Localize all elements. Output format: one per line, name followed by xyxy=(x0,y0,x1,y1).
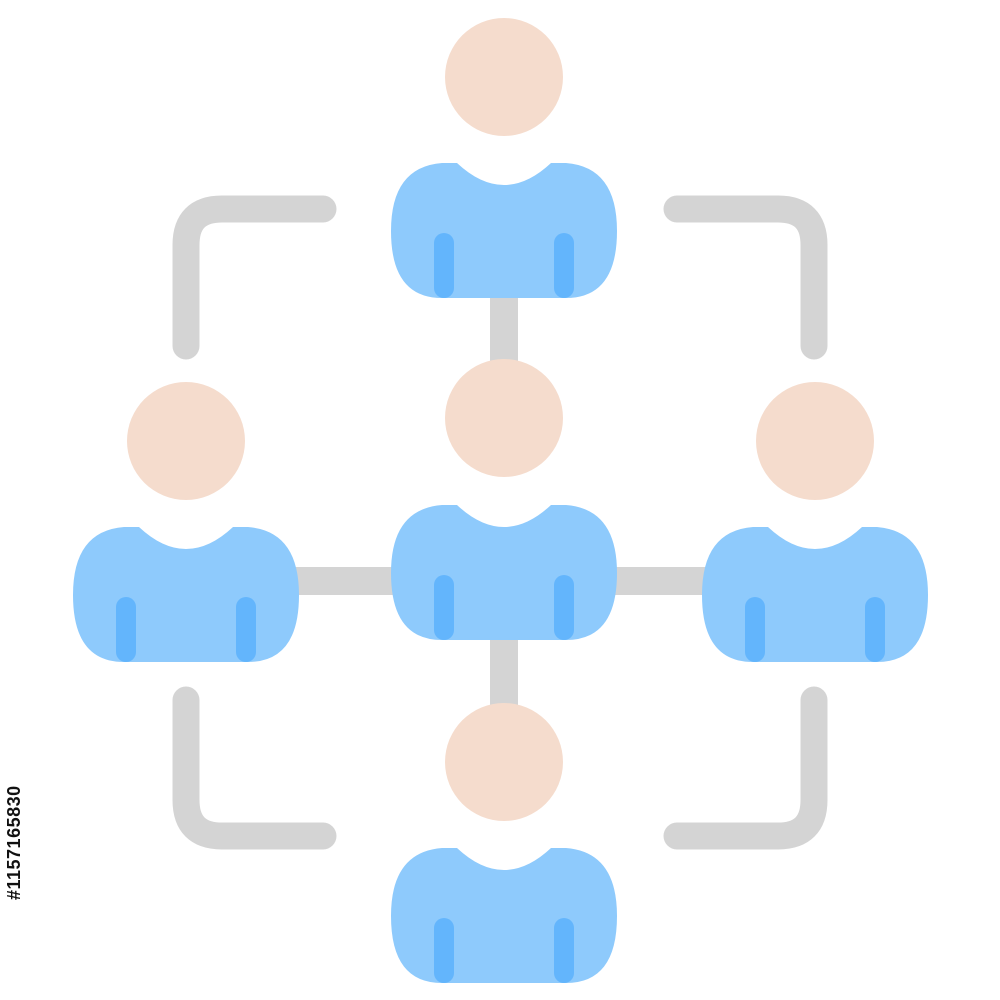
people-layer xyxy=(73,18,928,983)
connector-vertical-top xyxy=(490,290,518,370)
person-arm-line xyxy=(745,597,765,662)
person-arm-line xyxy=(236,597,256,662)
person-icon-left xyxy=(73,382,299,662)
person-arm-line xyxy=(865,597,885,662)
corner-bracket-top-left xyxy=(172,195,337,360)
corner-bracket-top-right xyxy=(663,195,828,360)
person-head xyxy=(445,18,563,136)
person-head xyxy=(127,382,245,500)
person-torso xyxy=(391,505,617,640)
stock-id-label: #1157165830 xyxy=(4,785,24,900)
person-head xyxy=(445,703,563,821)
person-icon-bottom xyxy=(391,703,617,983)
person-torso xyxy=(391,848,617,983)
person-arm-line xyxy=(434,918,454,983)
corner-bracket-bottom-right xyxy=(663,686,828,850)
person-arm-line xyxy=(116,597,136,662)
person-arm-line xyxy=(434,233,454,298)
connector-horizontal-left xyxy=(290,567,400,595)
person-icon-center xyxy=(391,359,617,640)
person-torso xyxy=(702,527,928,662)
corner-bracket-bottom-left xyxy=(172,686,337,850)
person-arm-line xyxy=(554,233,574,298)
person-icon-top xyxy=(391,18,617,298)
person-icon-right xyxy=(702,382,928,662)
connector-horizontal-right xyxy=(608,567,718,595)
person-head xyxy=(756,382,874,500)
person-head xyxy=(445,359,563,477)
person-torso xyxy=(73,527,299,662)
person-arm-line xyxy=(434,575,454,640)
person-arm-line xyxy=(554,575,574,640)
connector-vertical-bottom xyxy=(490,630,518,710)
person-arm-line xyxy=(554,918,574,983)
person-torso xyxy=(391,163,617,298)
